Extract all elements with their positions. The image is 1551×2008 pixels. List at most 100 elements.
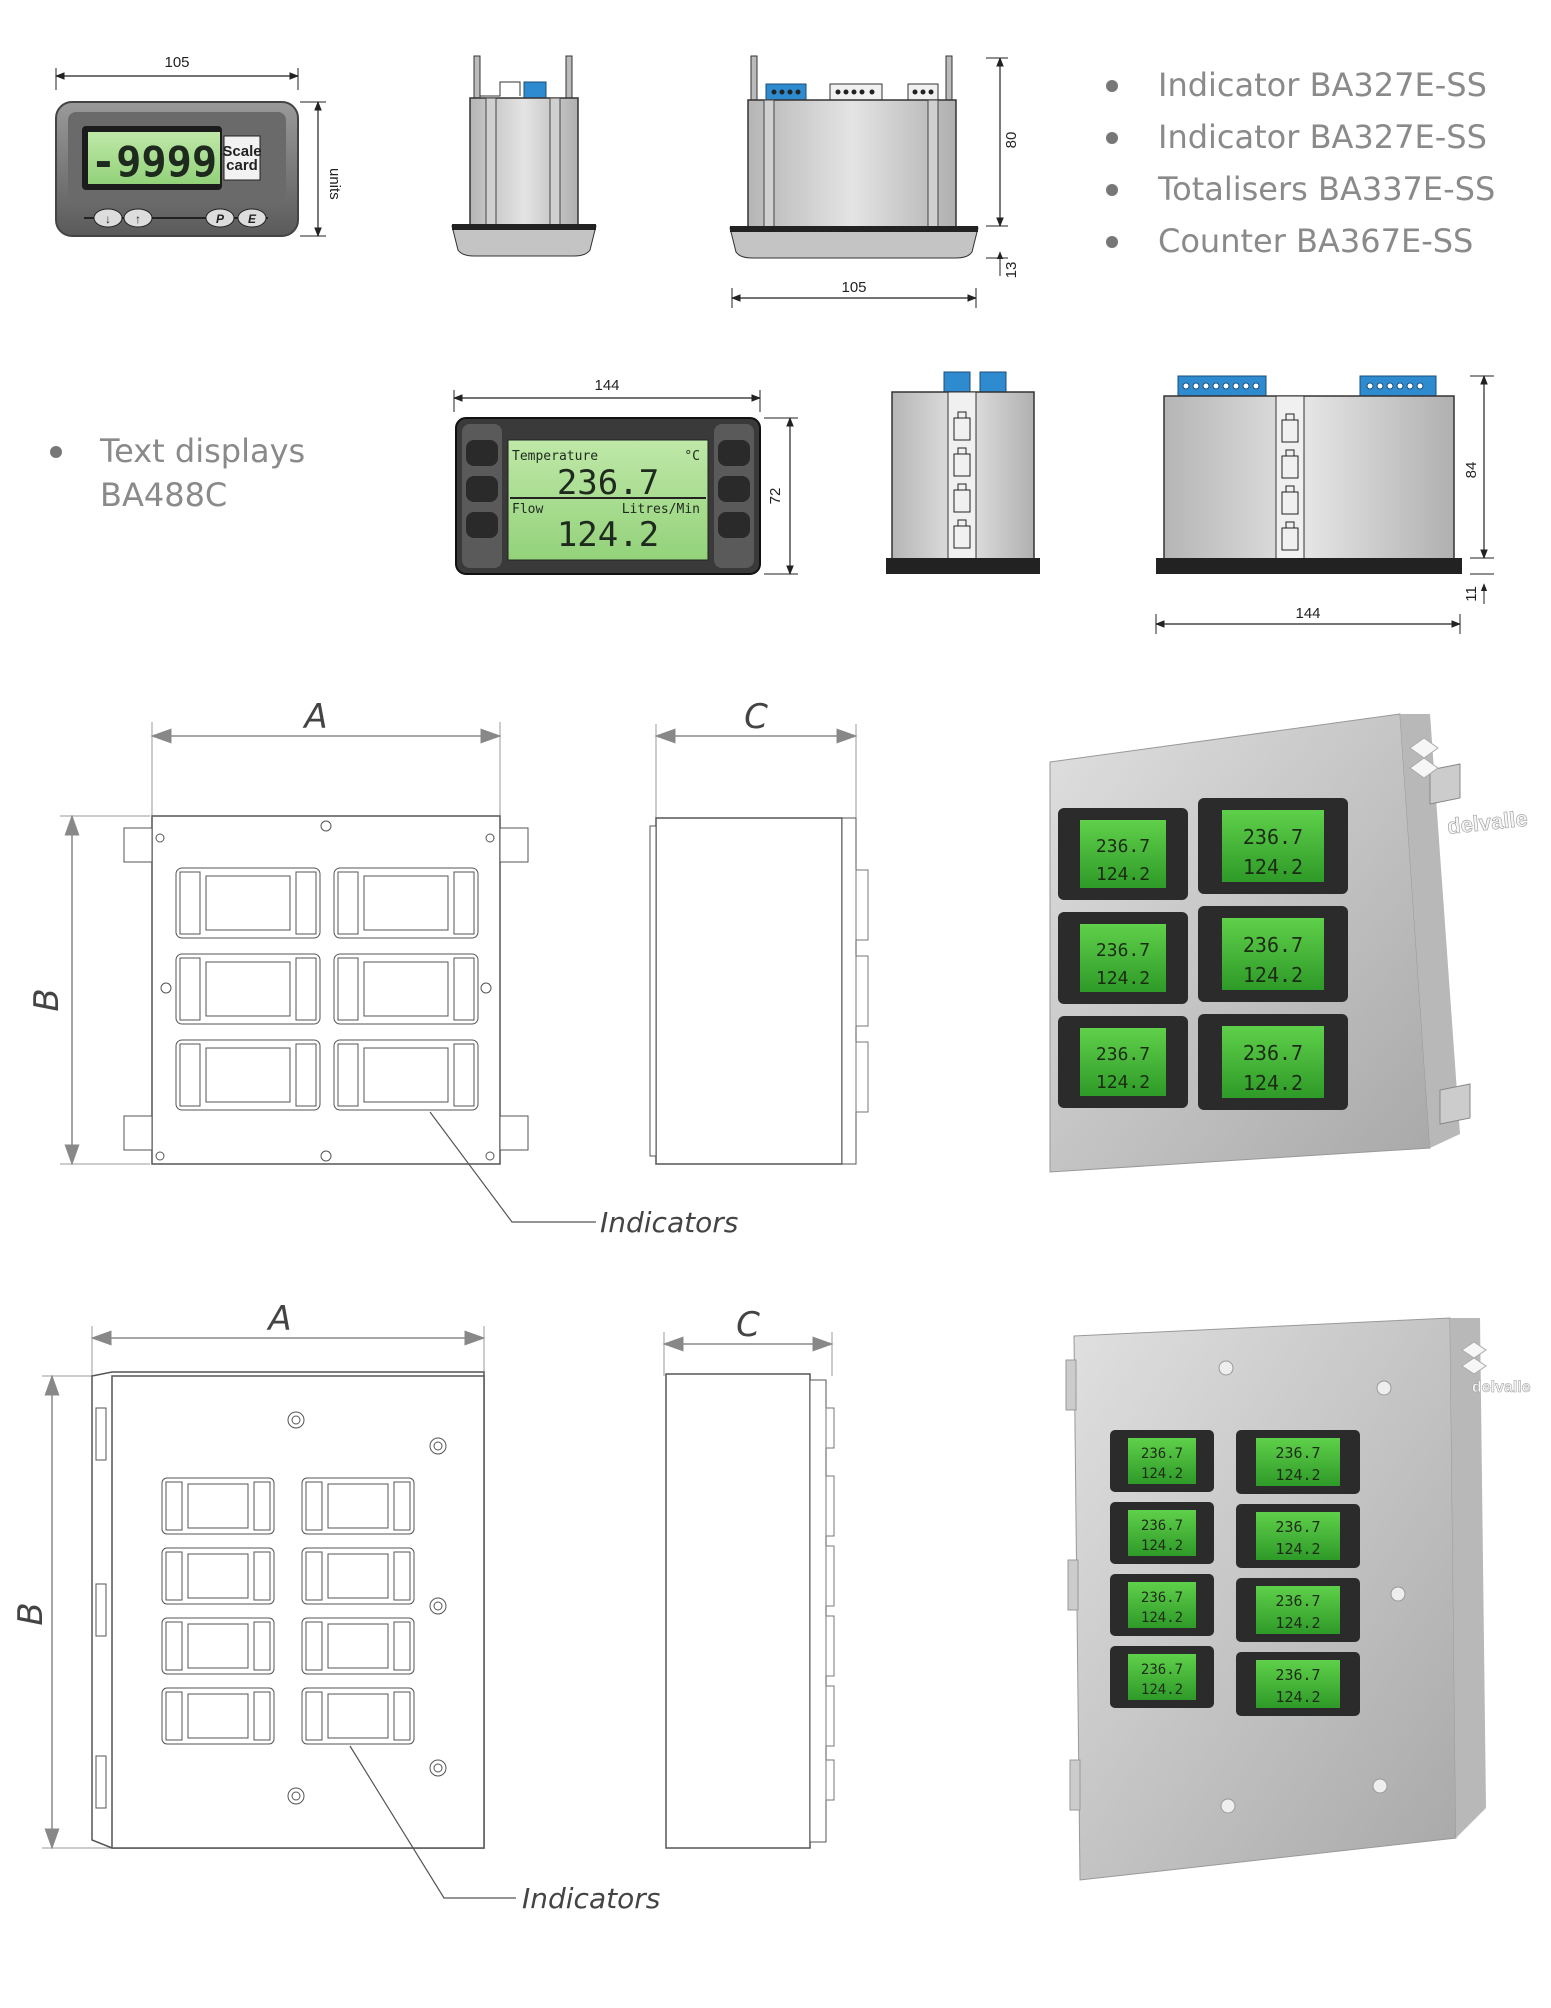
svg-text:236.7: 236.7 <box>1243 1041 1303 1065</box>
svg-text:124.2: 124.2 <box>1243 855 1303 879</box>
enclosure-drawing-8: A B Indicators C <box>11 1299 835 1915</box>
product-list-item: Totalisers BA337E-SS <box>1157 170 1495 208</box>
svg-text:124.2: 124.2 <box>1275 1688 1320 1706</box>
product-list-item: Indicator BA327E-SS <box>1158 66 1487 104</box>
svg-text:13: 13 <box>1003 262 1020 279</box>
scale-card <box>223 135 261 181</box>
svg-text:B: B <box>11 1602 51 1625</box>
svg-text:124.2: 124.2 <box>1275 1466 1320 1484</box>
svg-text:124.2: 124.2 <box>557 515 659 555</box>
connector <box>979 371 1007 393</box>
right-button[interactable] <box>718 440 750 466</box>
enclosure-render-6: delvalle 236.7 124.2 236.7 124.2 236.7 124.… <box>1049 713 1529 1173</box>
svg-text:236.7: 236.7 <box>1141 1518 1183 1534</box>
panel-grid-8: 236.7 124.2 236.7 124.2 236.7 124.2 236.7 12… <box>1110 1430 1360 1716</box>
svg-text:124.2: 124.2 <box>1096 864 1150 885</box>
svg-text:124.2: 124.2 <box>1096 1072 1150 1093</box>
callout-label: Indicators <box>522 1882 660 1915</box>
svg-text:124.2: 124.2 <box>1141 1682 1183 1698</box>
p-button[interactable] <box>205 208 235 228</box>
bullet-icon <box>1106 184 1118 196</box>
right-button[interactable] <box>718 512 750 538</box>
bullet-icon <box>1106 132 1118 144</box>
svg-text:124.2: 124.2 <box>1275 1614 1320 1632</box>
svg-text:delvalle: delvalle <box>1472 1379 1531 1396</box>
dim-width-label: 105 <box>164 54 189 71</box>
svg-text:124.2: 124.2 <box>1096 968 1150 989</box>
svg-text:236.7: 236.7 <box>1275 1666 1320 1684</box>
bullet-icon <box>50 446 62 458</box>
svg-text:124.2: 124.2 <box>1141 1610 1183 1626</box>
e-button[interactable] <box>237 208 267 228</box>
enclosure-side <box>655 817 843 1165</box>
left-button[interactable] <box>466 512 498 538</box>
svg-text:72: 72 <box>767 488 784 505</box>
svg-text:Temperature: Temperature <box>512 449 598 464</box>
svg-text:P: P <box>216 212 225 226</box>
svg-text:11: 11 <box>1463 586 1480 602</box>
svg-text:236.7: 236.7 <box>1275 1592 1320 1610</box>
svg-text:105: 105 <box>841 279 866 296</box>
svg-text:C: C <box>736 1305 760 1345</box>
svg-text:80: 80 <box>1003 132 1020 149</box>
svg-text:236.7: 236.7 <box>1096 940 1150 961</box>
unit-label: units <box>326 168 343 200</box>
svg-text:236.7: 236.7 <box>1243 933 1303 957</box>
bullet-icon <box>1106 80 1118 92</box>
svg-text:delvalle: delvalle <box>1446 806 1529 839</box>
svg-text:B: B <box>27 988 67 1011</box>
svg-text:124.2: 124.2 <box>1243 963 1303 987</box>
svg-text:Scale: Scale <box>222 143 261 160</box>
svg-text:A: A <box>266 1299 291 1339</box>
svg-text:124.2: 124.2 <box>1243 1071 1303 1095</box>
enclosure-side <box>665 1373 811 1849</box>
bullet-icon <box>1106 236 1118 248</box>
enclosure-front <box>111 1375 485 1849</box>
enclosure-front <box>151 815 501 1165</box>
svg-text:Flow: Flow <box>512 502 543 517</box>
svg-text:236.7: 236.7 <box>1275 1518 1320 1536</box>
text-display-front: 144 Temperature °C 236.7 Flow Litres/Min… <box>453 377 798 575</box>
svg-text:BA488C: BA488C <box>100 476 227 514</box>
svg-text:card: card <box>226 157 258 174</box>
small-indicator-side <box>451 55 597 257</box>
text-display-side <box>886 371 1040 574</box>
svg-text:°C: °C <box>684 449 700 464</box>
svg-text:124.2: 124.2 <box>1275 1540 1320 1558</box>
connector <box>943 371 971 393</box>
product-list-item: Counter BA367E-SS <box>1158 222 1473 260</box>
svg-text:124.2: 124.2 <box>1141 1466 1183 1482</box>
svg-text:236.7: 236.7 <box>1243 825 1303 849</box>
svg-text:236.7: 236.7 <box>1096 836 1150 857</box>
right-button[interactable] <box>718 476 750 502</box>
down-button[interactable] <box>93 208 123 228</box>
svg-text:236.7: 236.7 <box>1141 1446 1183 1462</box>
small-indicator-front: 105 -9999 Scale card ↓ ↑ P E units <box>55 54 343 237</box>
svg-text:Text displays: Text displays <box>99 432 305 470</box>
svg-text:C: C <box>744 697 768 737</box>
left-button[interactable] <box>466 440 498 466</box>
lcd-value: -9999 <box>91 137 217 186</box>
up-button[interactable] <box>123 208 153 228</box>
small-indicator-side-wide: 80 13 105 <box>729 55 1020 308</box>
product-list: Indicator BA327E-SS Indicator BA327E-SS … <box>1106 66 1495 260</box>
enclosure-drawing-6: A B Indicators C <box>27 697 869 1239</box>
text-display-heading: Text displays BA488C <box>50 432 305 514</box>
delvalle-logo: delvalle <box>1461 1341 1531 1396</box>
left-button[interactable] <box>466 476 498 502</box>
panel-grid-6: 236.7 124.2 236.7 124.2 236.7 124.2 236.7 12… <box>1058 798 1348 1110</box>
svg-text:E: E <box>248 212 257 226</box>
up-arrow-icon: ↑ <box>135 212 141 226</box>
svg-text:A: A <box>302 697 327 737</box>
svg-text:236.7: 236.7 <box>1275 1444 1320 1462</box>
text-display-side-wide: 84 11 144 <box>1155 375 1494 634</box>
enclosure-render-8: delvalle 236.7 124.2 236.7 124.2 236.7 124.… <box>1065 1317 1531 1881</box>
svg-text:84: 84 <box>1463 462 1480 479</box>
svg-text:236.7: 236.7 <box>1141 1590 1183 1606</box>
svg-text:236.7: 236.7 <box>1096 1044 1150 1065</box>
product-list-item: Indicator BA327E-SS <box>1158 118 1487 156</box>
svg-text:144: 144 <box>594 377 619 394</box>
svg-text:144: 144 <box>1295 605 1320 622</box>
svg-text:236.7: 236.7 <box>557 463 659 503</box>
